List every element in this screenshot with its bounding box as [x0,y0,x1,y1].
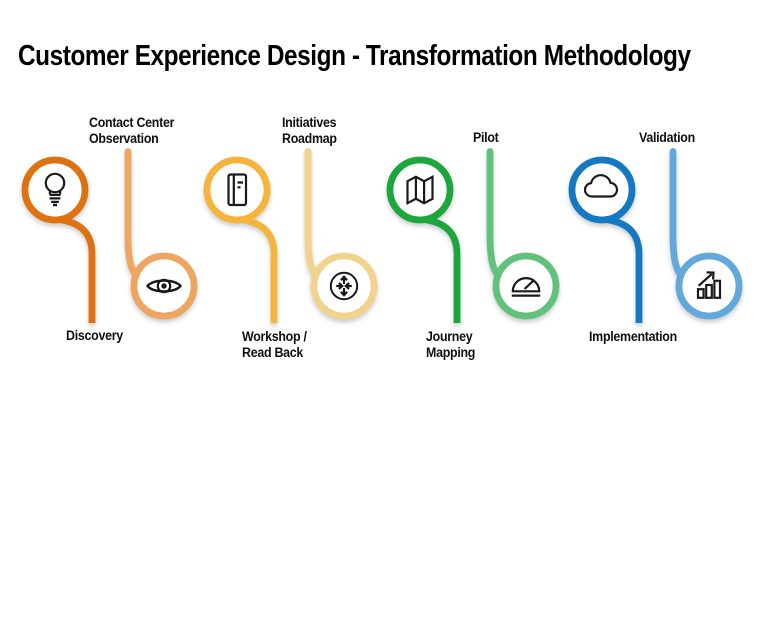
stage-label-validation: Validation [639,130,695,145]
stage-journey-mapping-connector [422,215,461,323]
stage-validation-shape [669,148,743,320]
stage-implementation-shape [568,156,643,323]
stage-workshop-shape [203,156,278,323]
stage-discovery-circle [21,156,89,224]
stage-discovery-connector [57,215,96,323]
stage-label-contact-center-observation: Contact Center Observation [89,115,175,146]
stage-contact-center-connector [124,148,140,279]
lightbulb-icon [44,172,66,207]
stage-label-pilot: Pilot [473,130,499,145]
stage-label-initiatives-roadmap: Initiatives Roadmap [282,115,337,146]
stage-label-implementation: Implementation [589,329,677,344]
stage-pilot-circle [492,252,560,320]
stage-validation-connector [669,148,685,279]
stage-label-workshop-read-back: Workshop / Read Back [242,329,307,360]
stage-label-discovery: Discovery [66,328,123,343]
stage-implementation-circle [568,156,636,224]
stage-initiatives-circle [310,252,378,320]
stage-initiatives-shape [304,148,378,320]
stage-implementation-connector [604,215,643,323]
merge-arrows-icon [329,271,359,301]
notebook-icon [227,173,248,207]
stage-journey-mapping-circle [386,156,454,224]
stage-pilot-connector [486,148,502,279]
cloud-icon [583,174,619,198]
stage-workshop-connector [239,215,278,323]
stage-workshop-circle [203,156,271,224]
stage-discovery-shape [21,156,96,323]
folded-map-icon [406,174,434,206]
stage-pilot-shape [486,148,560,320]
stage-label-journey-mapping: Journey Mapping [426,329,476,360]
page-title: Customer Experience Design - Transformat… [18,40,691,72]
stage-initiatives-connector [304,148,320,279]
eye-icon [145,278,183,294]
bar-chart-rising-arrow-icon [696,271,722,299]
stage-contact-center-shape [124,148,198,320]
gauge-icon [511,277,541,297]
stage-journey-mapping-shape [386,156,461,323]
